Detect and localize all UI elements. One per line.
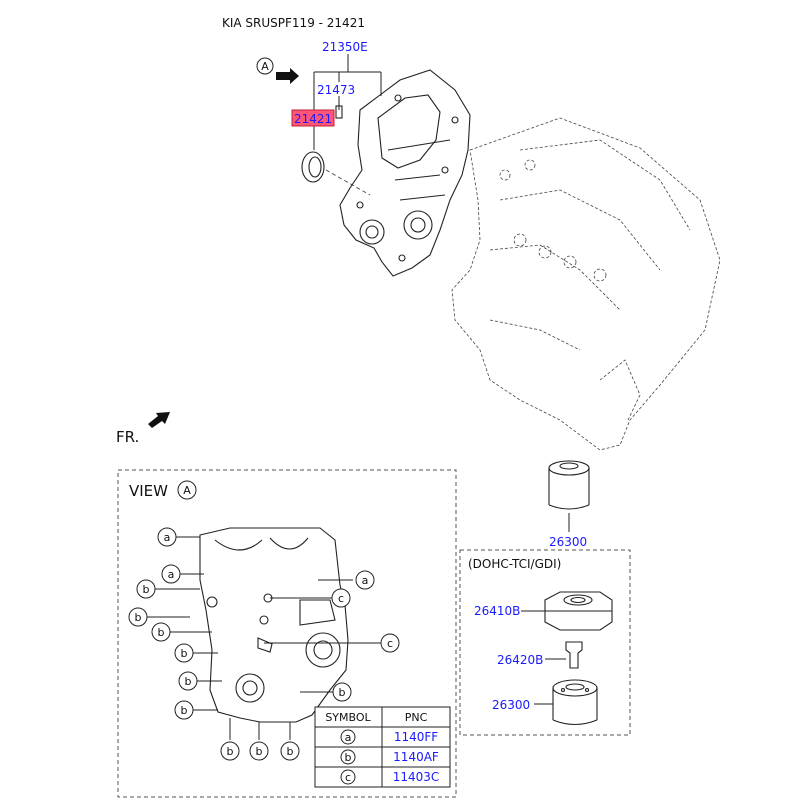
- callout-c-2: c: [380, 633, 400, 653]
- bolt-21473-drawing: [335, 105, 343, 119]
- svg-text:b: b: [135, 611, 142, 624]
- table-row-pnc-c[interactable]: 11403C: [393, 770, 440, 784]
- callout-a-3: a: [355, 570, 375, 590]
- header-title: KIA SRUSPF119 - 21421: [222, 16, 365, 30]
- callout-b-3: b: [151, 622, 171, 642]
- view-arrow-letter: A: [261, 60, 269, 73]
- view-a-letter: A: [183, 484, 191, 497]
- engine-block-outline: [451, 117, 721, 451]
- dohc-box: [459, 549, 631, 736]
- svg-text:b: b: [227, 745, 234, 758]
- table-header-symbol: SYMBOL: [325, 711, 371, 724]
- part-label-26410B[interactable]: 26410B: [474, 604, 520, 618]
- table-header-pnc: PNC: [405, 711, 428, 724]
- callout-b-7: b: [332, 682, 352, 702]
- part-label-21350E[interactable]: 21350E: [322, 40, 368, 54]
- part-label-21421[interactable]: 21421: [294, 112, 332, 126]
- view-a-circle: [177, 480, 197, 500]
- oil-filter-bottom-drawing: [534, 679, 598, 726]
- svg-text:b: b: [181, 704, 188, 717]
- svg-text:c: c: [387, 637, 393, 650]
- fitting-bolt-drawing: [545, 641, 583, 669]
- part-label-26300-bottom[interactable]: 26300: [492, 698, 530, 712]
- table-row-pnc-a[interactable]: 1140FF: [394, 730, 438, 744]
- callout-a-2: a: [161, 564, 181, 584]
- callout-b-9: b: [249, 741, 269, 761]
- svg-text:b: b: [181, 647, 188, 660]
- oil-filter-top-drawing: [548, 460, 590, 532]
- view-letter-circle: [256, 57, 274, 75]
- svg-text:a: a: [164, 531, 171, 544]
- table-row-symbol-a: a: [345, 731, 352, 744]
- highlight-box: [291, 109, 335, 127]
- callout-b-4: b: [174, 643, 194, 663]
- table-row-symbol-c: c: [345, 771, 351, 784]
- part-label-26300-top[interactable]: 26300: [549, 535, 587, 549]
- front-arrow-icon: [148, 412, 170, 428]
- front-indicator: FR.: [116, 412, 170, 446]
- svg-text:b: b: [143, 583, 150, 596]
- callout-a-1: a: [157, 527, 177, 547]
- oil-cooler-drawing: [521, 591, 613, 631]
- view-a-box: [117, 469, 457, 798]
- view-arrow-a: A: [256, 57, 299, 84]
- svg-text:a: a: [168, 568, 175, 581]
- front-label: FR.: [116, 428, 139, 446]
- oil-seal-drawing: [301, 151, 371, 196]
- svg-text:b: b: [339, 686, 346, 699]
- callout-b-10: b: [280, 741, 300, 761]
- svg-text:b: b: [158, 626, 165, 639]
- callout-leaders: [147, 536, 382, 740]
- callout-b-8: b: [220, 741, 240, 761]
- svg-text:b: b: [256, 745, 263, 758]
- callout-c-1: c: [331, 588, 351, 608]
- table-row-pnc-b[interactable]: 1140AF: [393, 750, 439, 764]
- view-a-title: VIEW: [129, 482, 168, 500]
- view-a-cover-drawing: [199, 527, 349, 723]
- arrow-icon: [276, 68, 299, 84]
- svg-text:b: b: [287, 745, 294, 758]
- callout-b-6: b: [174, 700, 194, 720]
- part-label-26420B[interactable]: 26420B: [497, 653, 543, 667]
- svg-text:a: a: [362, 574, 369, 587]
- dohc-box-title: (DOHC-TCI/GDI): [468, 557, 561, 571]
- svg-text:b: b: [185, 675, 192, 688]
- table-row-symbol-b: b: [345, 751, 352, 764]
- timing-cover-drawing: [339, 69, 471, 277]
- symbol-table: SYMBOL PNC a 1140FF b 1140AF c 11403C: [314, 706, 451, 788]
- callout-b-1: b: [136, 579, 156, 599]
- leader-lines: [313, 54, 382, 150]
- part-label-21473[interactable]: 21473: [317, 83, 355, 97]
- svg-text:c: c: [338, 592, 344, 605]
- callout-b-2: b: [128, 607, 148, 627]
- callout-b-5: b: [178, 671, 198, 691]
